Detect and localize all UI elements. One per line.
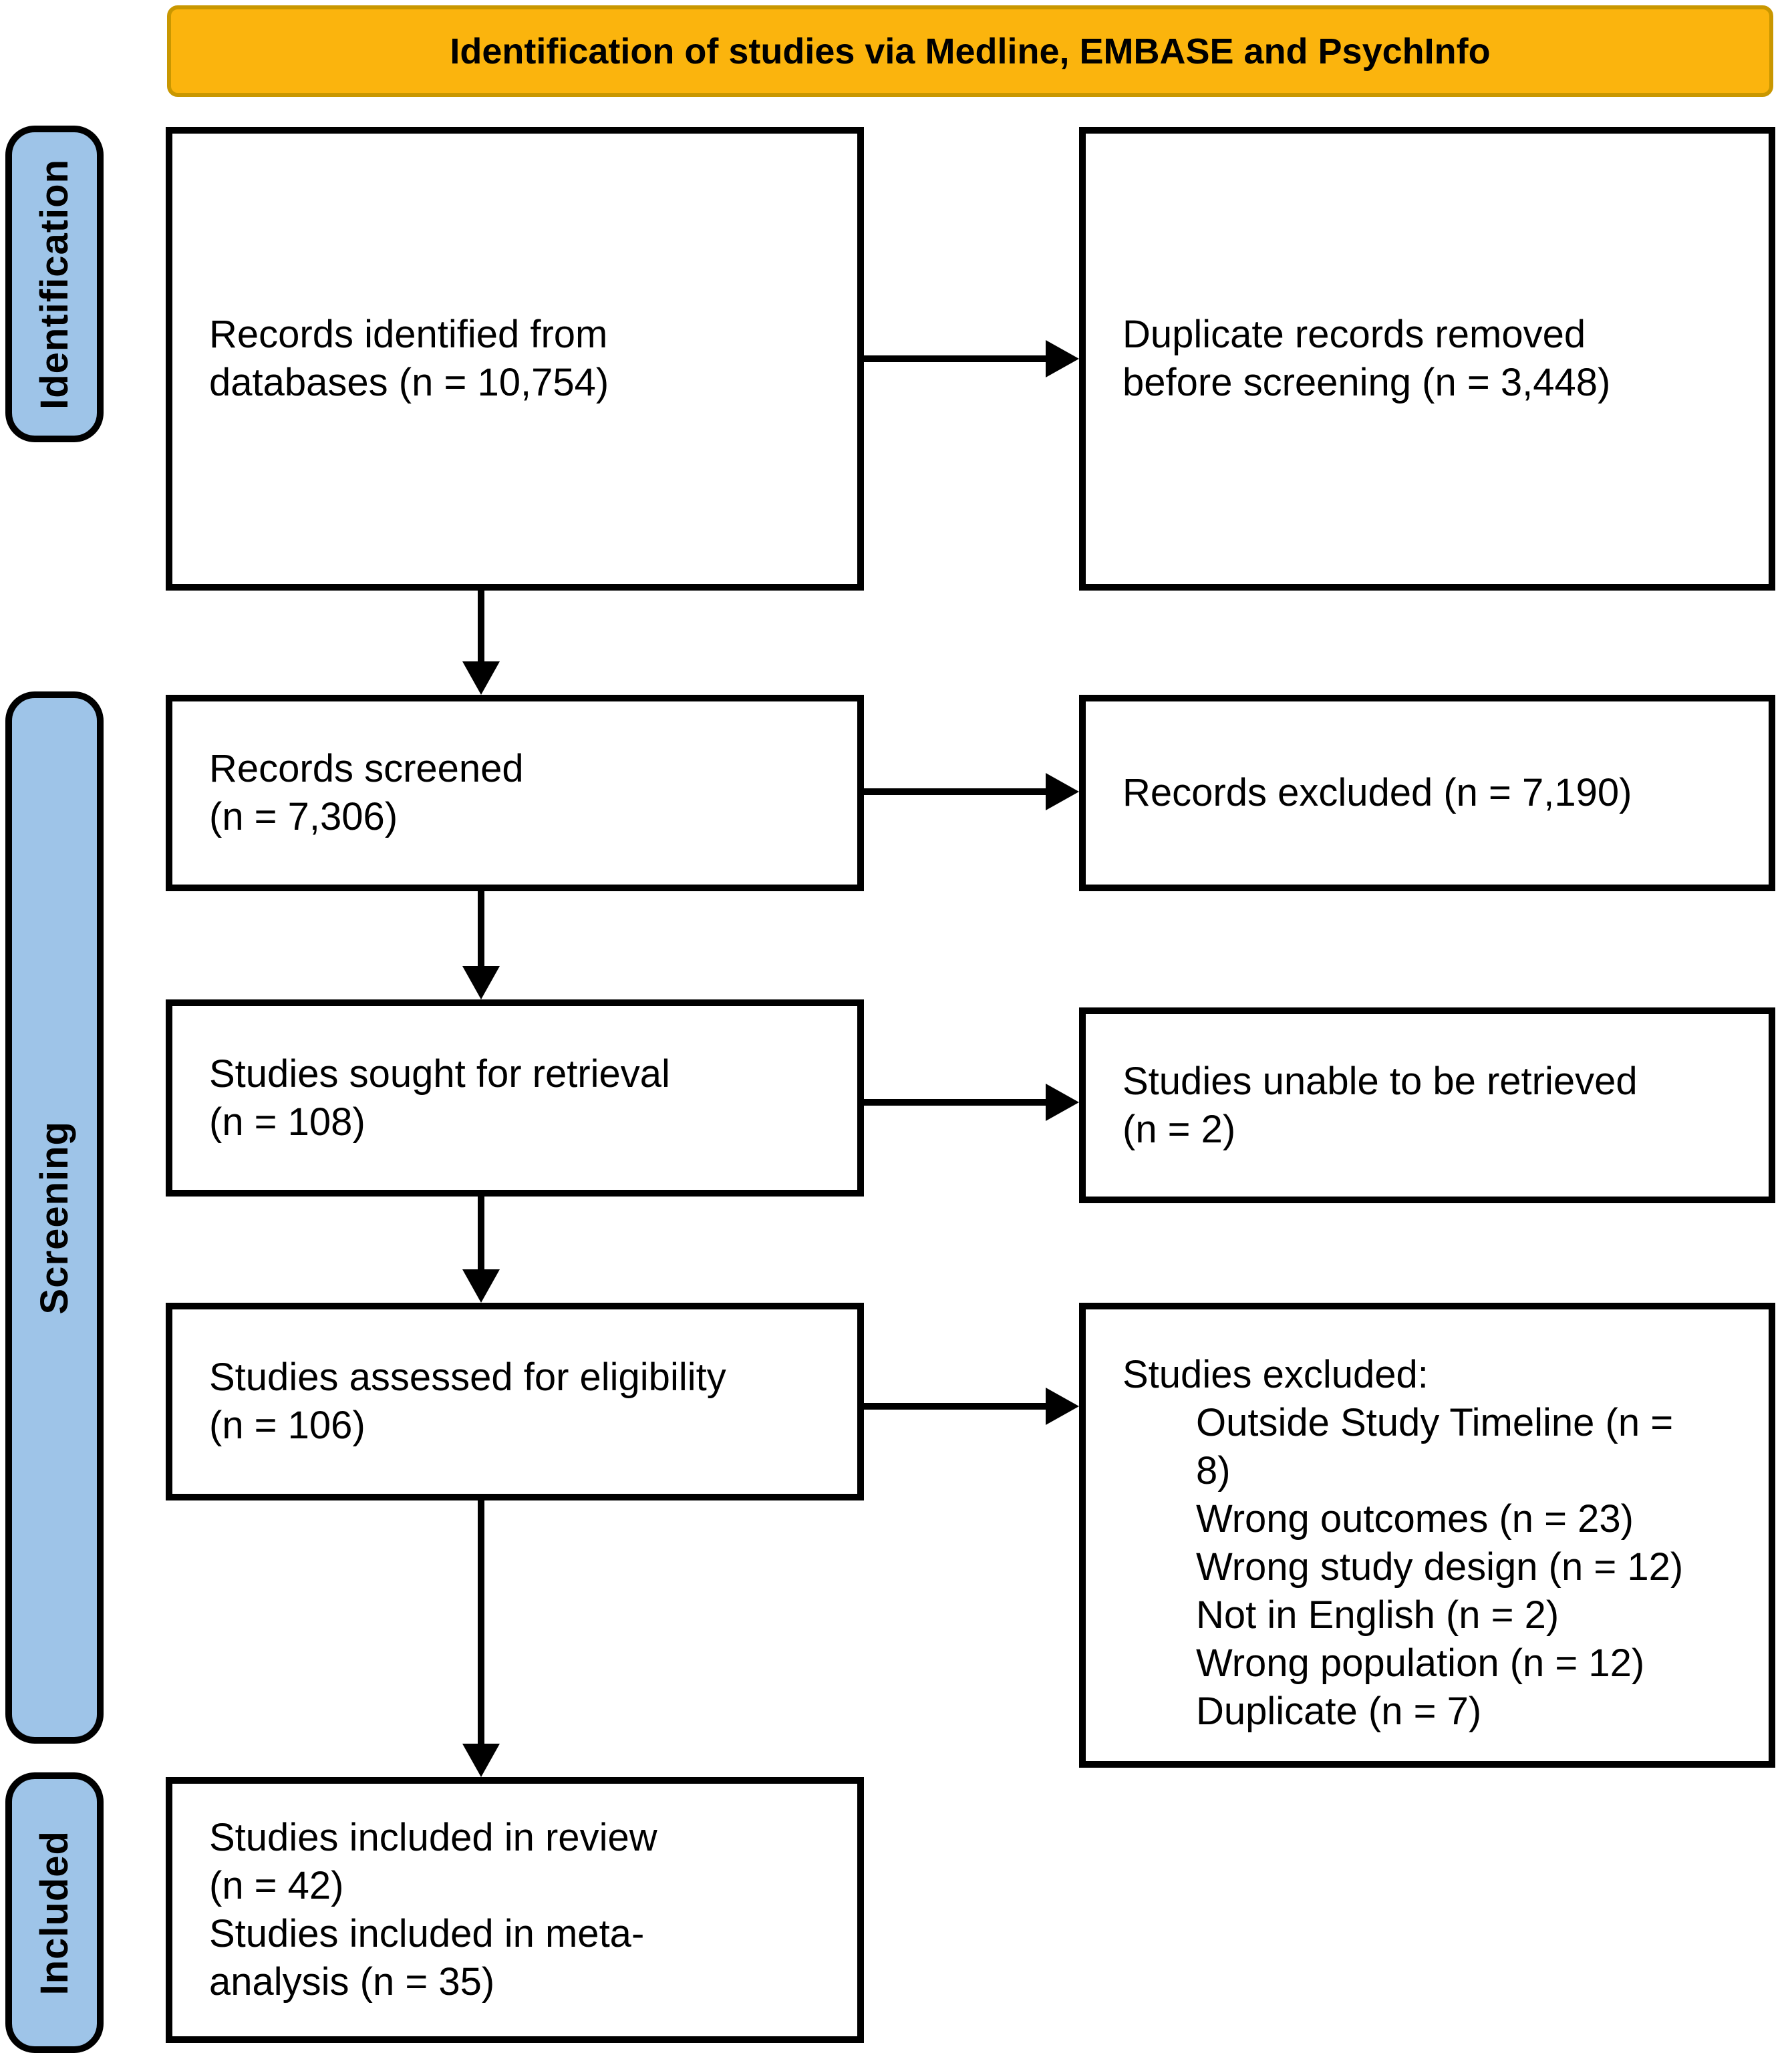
studies-excluded-item: Duplicate (n = 7) [1196,1690,1482,1733]
stage-label-identification-text: Identification [33,158,76,410]
arrow-down-identified-to-screened-head [462,661,500,695]
box-duplicate-records-removed-text: Duplicate records removed before screeni… [1123,313,1611,404]
arrow-right-screened-to-excluded-line [864,788,1048,795]
studies-excluded-item: Wrong outcomes (n = 23) [1196,1497,1634,1541]
arrow-right-screened-to-excluded-head [1046,773,1079,810]
box-records-excluded: Records excluded (n = 7,190) [1079,695,1775,891]
studies-excluded-item: Not in English (n = 2) [1196,1593,1559,1637]
title-banner: Identification of studies via Medline, E… [167,5,1773,97]
arrow-down-sought-to-assessed-head [462,1269,500,1303]
arrow-right-identified-to-duplicates-head [1046,340,1079,377]
box-records-identified-text: Records identified from databases (n = 1… [209,313,609,404]
studies-excluded-item: Wrong study design (n = 12) [1196,1545,1684,1589]
box-records-excluded-text: Records excluded (n = 7,190) [1123,771,1632,814]
box-records-identified: Records identified from databases (n = 1… [166,127,864,591]
arrow-right-identified-to-duplicates-line [864,355,1048,362]
stage-label-screening-text: Screening [33,1120,76,1315]
arrow-right-assessed-to-excluded-head [1046,1388,1079,1425]
box-studies-sought-retrieval: Studies sought for retrieval (n = 108) [166,999,864,1197]
title-banner-text: Identification of studies via Medline, E… [450,31,1491,71]
studies-excluded-item: Outside Study Timeline (n = 8) [1196,1401,1674,1492]
box-studies-unable-retrieved: Studies unable to be retrieved (n = 2) [1079,1007,1775,1203]
box-duplicate-records-removed: Duplicate records removed before screeni… [1079,127,1775,591]
stage-label-included: Included [5,1772,104,2053]
box-studies-assessed-eligibility: Studies assessed for eligibility (n = 10… [166,1303,864,1500]
box-records-screened: Records screened (n = 7,306) [166,695,864,891]
box-studies-included: Studies included in review (n = 42) Stud… [166,1777,864,2043]
stage-label-identification: Identification [5,126,104,442]
box-studies-unable-retrieved-text: Studies unable to be retrieved (n = 2) [1123,1059,1638,1151]
stage-label-included-text: Included [33,1830,76,1996]
box-studies-excluded: Studies excluded: Outside Study Timeline… [1079,1303,1775,1768]
arrow-down-identified-to-screened-line [478,591,484,663]
arrow-down-assessed-to-included-head [462,1744,500,1777]
stage-label-screening: Screening [5,691,104,1744]
box-studies-assessed-eligibility-text: Studies assessed for eligibility (n = 10… [209,1356,726,1447]
arrow-down-sought-to-assessed-line [478,1197,484,1270]
arrow-down-assessed-to-included-line [478,1500,484,1745]
arrow-right-sought-to-unable-head [1046,1084,1079,1121]
box-studies-sought-retrieval-text: Studies sought for retrieval (n = 108) [209,1052,670,1144]
studies-excluded-item: Wrong population (n = 12) [1196,1641,1645,1685]
arrow-right-assessed-to-excluded-line [864,1403,1048,1410]
arrow-down-screened-to-sought-head [462,966,500,999]
arrow-down-screened-to-sought-line [478,891,484,967]
box-studies-included-text: Studies included in review (n = 42) Stud… [209,1816,657,2004]
arrow-right-sought-to-unable-line [864,1099,1048,1106]
studies-excluded-header: Studies excluded: [1123,1353,1429,1396]
box-records-screened-text: Records screened (n = 7,306) [209,747,524,838]
